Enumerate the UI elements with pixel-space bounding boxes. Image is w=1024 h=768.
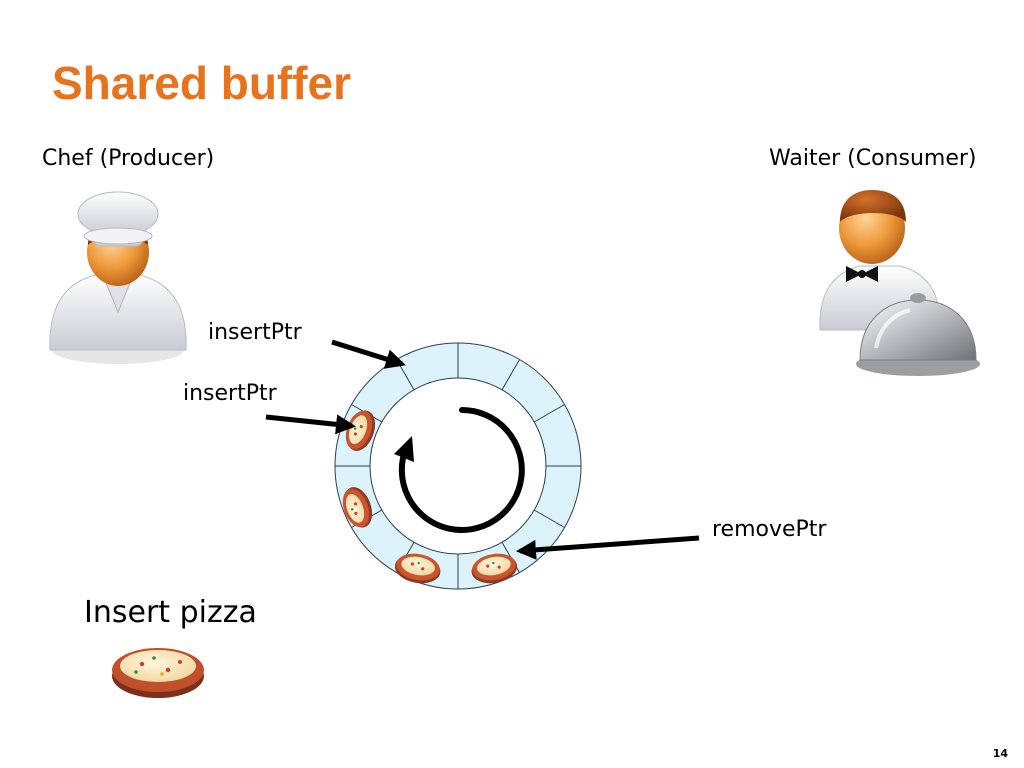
pizza-icon (112, 648, 204, 698)
insert-pizza-label: Insert pizza (84, 595, 257, 630)
consumer-label: Waiter (Consumer) (769, 146, 977, 171)
rotation-arrow-icon (394, 407, 525, 533)
remove-ptr-arrow (516, 535, 700, 560)
buffer-pizza (394, 553, 441, 584)
ring-buffer (334, 342, 582, 590)
insert-ptr-arrow-old (331, 339, 406, 369)
remove-ptr-label: removePtr (712, 517, 827, 542)
insert-ptr-label-new: insertPtr (183, 381, 277, 406)
buffer-pizza (471, 553, 518, 584)
slot-divider (533, 509, 565, 528)
buffer-pizza (342, 487, 373, 528)
slot-divider (533, 404, 565, 423)
cloche-icon (856, 293, 980, 376)
page-number: 14 (992, 747, 1008, 760)
slide-title: Shared buffer (52, 57, 352, 109)
slot-divider (501, 359, 520, 391)
insert-ptr-label-old: insertPtr (208, 320, 302, 345)
insert-ptr-arrow-new (265, 414, 356, 435)
producer-label: Chef (Producer) (42, 146, 215, 171)
chef-icon (49, 191, 187, 364)
